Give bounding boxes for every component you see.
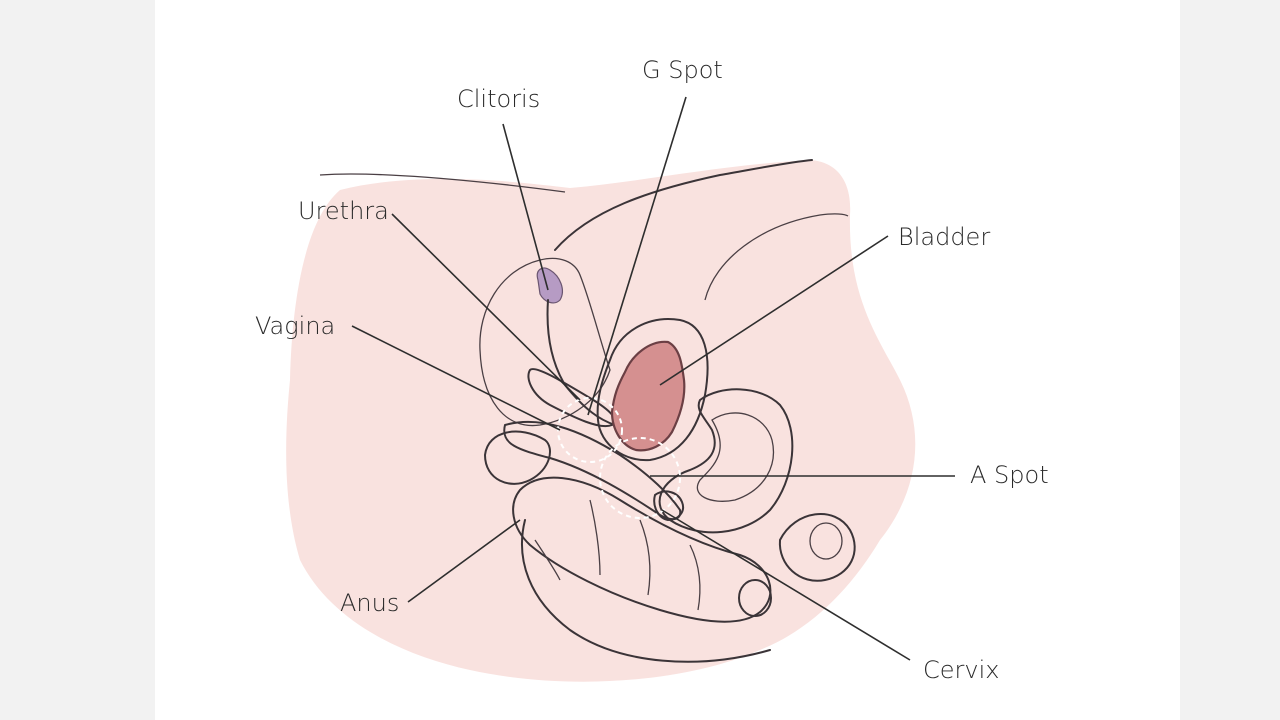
leader-clitoris: [502, 123, 549, 291]
uterus-inner: [696, 412, 774, 502]
g-spot-marker: [557, 397, 623, 463]
uterus: [658, 388, 794, 534]
bladder-wall: [596, 318, 709, 462]
thigh: [778, 513, 856, 582]
rectum-segment-2: [639, 519, 651, 596]
rectum: [512, 476, 772, 623]
cervix-shape: [653, 490, 684, 521]
skin-fold: [319, 173, 566, 193]
label-vagina: Vagina: [255, 312, 335, 340]
rectum-end: [738, 579, 772, 617]
thigh-cross-section: [809, 522, 843, 560]
leader-urethra: [391, 213, 581, 401]
buttock-fold: [484, 430, 551, 485]
label-g-spot: G Spot: [642, 56, 723, 84]
abdomen-contour: [554, 159, 813, 251]
leader-anus: [407, 519, 521, 603]
leader-g-spot: [587, 96, 687, 416]
bladder-lining: [610, 340, 686, 452]
label-cervix: Cervix: [923, 656, 999, 684]
abdomen-inner-contour: [704, 213, 849, 301]
a-spot-marker: [599, 437, 681, 519]
leader-cervix: [661, 509, 911, 661]
label-bladder: Bladder: [898, 223, 990, 251]
leader-bladder: [659, 235, 889, 386]
rectum-segment-3: [689, 544, 701, 611]
leader-vagina: [351, 325, 561, 431]
label-urethra: Urethra: [298, 197, 389, 225]
label-a-spot: A Spot: [970, 461, 1049, 489]
body-silhouette: [286, 160, 916, 682]
lower-body-contour: [521, 519, 771, 663]
label-anus: Anus: [340, 589, 399, 617]
gluteal-crease: [534, 539, 561, 581]
label-clitoris: Clitoris: [457, 85, 540, 113]
rectum-segment-1: [589, 499, 601, 576]
